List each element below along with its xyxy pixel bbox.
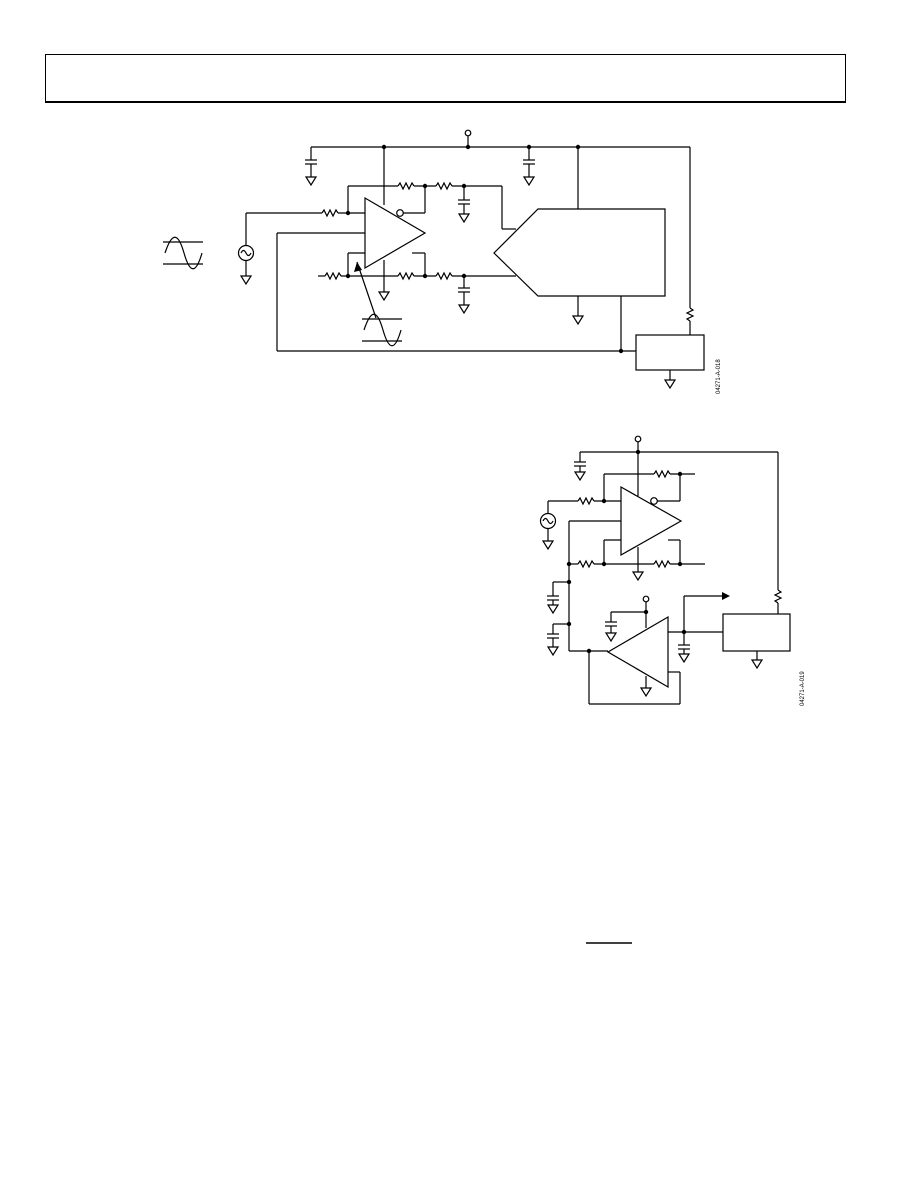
reference-block-icon bbox=[722, 613, 791, 652]
reference-block-icon bbox=[635, 334, 705, 371]
ground-icon bbox=[677, 653, 691, 664]
adc-block-icon bbox=[493, 208, 666, 297]
output-sine-wave-icon bbox=[362, 313, 402, 347]
ground-icon bbox=[546, 604, 560, 615]
figure-top-schematic bbox=[163, 129, 705, 390]
ground-icon bbox=[750, 659, 764, 670]
pullup-resistor-icon bbox=[685, 307, 695, 322]
feedback-resistor-icon bbox=[653, 559, 671, 569]
ac-source-icon bbox=[237, 244, 255, 262]
pullup-resistor-icon bbox=[773, 589, 783, 604]
input-resistor-icon bbox=[577, 496, 595, 506]
ground-icon bbox=[541, 540, 555, 551]
page-header-box bbox=[45, 54, 846, 103]
ground-icon bbox=[304, 176, 318, 187]
ground-icon bbox=[457, 213, 471, 224]
figure-bottom-id-label: 04271-A-019 bbox=[800, 671, 806, 706]
supply-terminal-icon bbox=[634, 435, 642, 443]
ground-icon bbox=[639, 687, 653, 698]
arrow-head-icon bbox=[354, 262, 362, 272]
supply-terminal-icon bbox=[464, 129, 472, 137]
amp-enable-pin-icon bbox=[396, 209, 404, 217]
ground-icon bbox=[631, 571, 645, 582]
ground-icon bbox=[377, 291, 391, 302]
input-sine-wave-icon bbox=[163, 236, 203, 270]
ground-icon bbox=[604, 632, 618, 643]
input-resistor-icon bbox=[577, 559, 595, 569]
feedback-resistor-icon bbox=[653, 469, 671, 479]
differential-amplifier-icon bbox=[620, 485, 683, 557]
ground-icon bbox=[457, 304, 471, 315]
figure-top-id-label: 04271-A-018 bbox=[716, 359, 722, 394]
amp-enable-pin-icon bbox=[650, 497, 658, 505]
filter-resistor-icon bbox=[435, 271, 453, 281]
feedback-resistor-icon bbox=[397, 271, 415, 281]
ground-icon bbox=[663, 379, 677, 390]
input-resistor-icon bbox=[321, 208, 339, 218]
ground-icon bbox=[571, 315, 585, 326]
arrow-line bbox=[356, 261, 377, 319]
feedback-resistor-icon bbox=[397, 181, 415, 191]
buffer-amplifier-icon bbox=[606, 615, 669, 689]
filter-resistor-icon bbox=[435, 181, 453, 191]
ground-icon bbox=[546, 646, 560, 657]
figure-bottom-schematic bbox=[539, 435, 791, 705]
ground-icon bbox=[573, 471, 587, 482]
input-resistor-icon bbox=[324, 271, 342, 281]
ac-source-icon bbox=[539, 512, 557, 530]
output-arrow-icon bbox=[722, 592, 730, 600]
ground-icon bbox=[522, 176, 536, 187]
supply-terminal-icon bbox=[642, 595, 650, 603]
differential-amplifier-icon bbox=[364, 196, 427, 270]
ground-icon bbox=[239, 275, 253, 286]
